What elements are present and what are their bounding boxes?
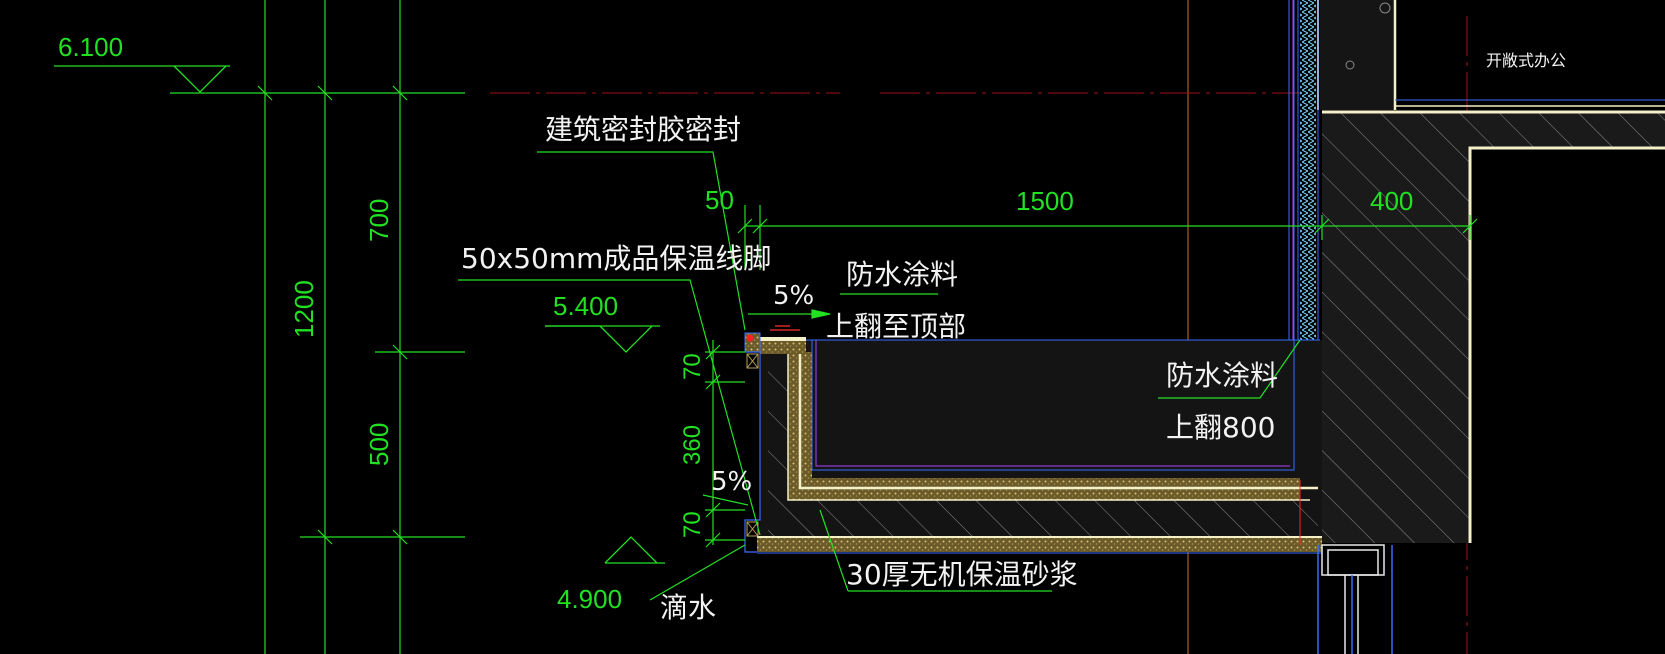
elevation-marker-bottom bbox=[604, 536, 665, 564]
label-waterproof-top: 防水涂料 bbox=[846, 258, 958, 291]
left-dimension-lines bbox=[170, 0, 465, 654]
planter-box bbox=[744, 0, 1322, 554]
dim-700: 700 bbox=[364, 199, 394, 242]
label-mortar: 30厚无机保温砂浆 bbox=[846, 558, 1078, 591]
label-room: 开敞式办公 bbox=[1486, 51, 1566, 70]
dim-70-top: 70 bbox=[679, 353, 706, 380]
leader-lines bbox=[458, 151, 1301, 601]
dim-70-bottom: 70 bbox=[679, 511, 706, 538]
window-frame bbox=[1317, 544, 1393, 654]
concrete-beam bbox=[1322, 99, 1665, 543]
dim-360: 360 bbox=[679, 425, 706, 465]
label-insulation-skirting: 50x50mm成品保温线脚 bbox=[461, 242, 771, 275]
elevation-bottom: 4.900 bbox=[557, 584, 622, 614]
label-slope-side: 5% bbox=[711, 467, 752, 497]
dim-400: 400 bbox=[1370, 186, 1413, 216]
elevation-top: 6.100 bbox=[58, 32, 123, 62]
dim-1200: 1200 bbox=[289, 280, 319, 338]
label-drip: 滴水 bbox=[660, 591, 716, 624]
elevation-marker-middle bbox=[545, 325, 660, 353]
annotation-labels: 建筑密封胶密封 50x50mm成品保温线脚 防水涂料 上翻至顶部 防水涂料 上翻… bbox=[58, 32, 1566, 624]
dim-50: 50 bbox=[705, 185, 734, 215]
top-dimension-lines bbox=[737, 205, 1478, 270]
dim-1500: 1500 bbox=[1016, 186, 1074, 216]
label-sealant: 建筑密封胶密封 bbox=[545, 113, 741, 146]
box-dimension-lines bbox=[705, 340, 745, 548]
elevation-middle: 5.400 bbox=[553, 291, 618, 321]
label-waterproof-top-note: 上翻至顶部 bbox=[826, 310, 966, 343]
elevation-marker-top bbox=[54, 65, 230, 93]
label-slope-top: 5% bbox=[773, 281, 814, 311]
label-waterproof-right: 防水涂料 bbox=[1166, 359, 1278, 392]
label-waterproof-right-note: 上翻800 bbox=[1166, 411, 1275, 444]
dim-500: 500 bbox=[364, 423, 394, 466]
